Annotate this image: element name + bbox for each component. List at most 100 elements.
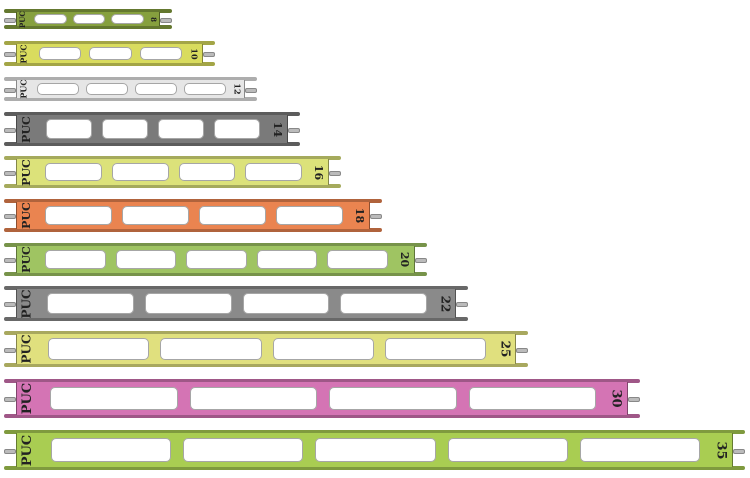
peg-right [516,347,528,353]
winder-window [72,14,106,24]
flange-top [4,9,172,13]
line-winder-35: PUC 35 [4,430,745,470]
size-label: 12 [232,83,243,95]
winder-window [48,338,150,360]
winder-window [47,293,134,314]
peg-left [4,214,16,219]
line-winder-8: PUC 8 [4,9,172,29]
flange-bottom [4,142,300,146]
peg-left [4,258,16,263]
winder-window [102,119,148,139]
line-winder-10: PUC 10 [4,41,215,66]
winder-window [186,250,247,269]
winder-body: PUC 20 [16,246,415,273]
winder-body: PUC 12 [16,79,245,99]
brand-label: PUC [19,158,33,186]
peg-right [415,258,427,263]
flange-top [4,286,468,290]
peg-left [4,347,16,353]
peg-right [733,448,745,454]
winder-window [39,47,82,60]
winder-window [158,119,204,139]
winder-window [245,163,302,181]
flange-bottom [4,272,427,276]
winder-window [144,293,232,314]
brand-label: PUC [20,434,36,466]
peg-right [370,214,382,219]
winder-window [45,206,112,225]
brand-label: PUC [19,43,30,64]
size-label: 30 [609,389,624,408]
peg-left [4,52,16,57]
winder-body: PUC 8 [16,10,160,28]
size-label: 8 [149,16,158,22]
peg-right [288,127,300,133]
winder-window [327,250,388,269]
winder-window [276,206,343,225]
winder-body: PUC 16 [16,159,329,185]
winder-window [178,163,236,181]
peg-right [628,397,640,402]
flange-bottom [4,228,382,232]
winder-window [242,293,330,314]
flange-bottom [4,363,528,367]
winder-window [51,438,172,462]
winder-window [115,250,177,269]
winder-window [37,83,79,95]
size-label: 14 [271,121,284,137]
winder-window [139,47,182,60]
winder-window [447,438,568,462]
winder-window [86,83,128,95]
brand-label: PUC [20,115,33,143]
line-winder-30: PUC 30 [4,379,640,418]
winder-body: PUC 18 [16,202,370,229]
peg-left [4,127,16,133]
winder-window [199,206,266,225]
winder-window [256,250,318,269]
winder-body: PUC 30 [16,382,628,415]
brand-label: PUC [19,246,33,273]
flange-bottom [4,466,745,470]
peg-right [160,17,172,23]
peg-left [4,397,16,402]
winder-window [122,206,189,225]
peg-left [4,302,16,307]
winder-body: PUC 10 [16,44,203,63]
line-winder-20: PUC 20 [4,243,427,276]
flange-top [4,156,341,160]
winder-window [34,14,67,24]
winder-window [135,83,177,95]
winder-window [50,387,178,410]
winder-body: PUC 14 [16,115,288,143]
winder-window [183,438,304,462]
winder-window [340,293,427,314]
winder-window [45,250,106,269]
flange-top [4,41,215,45]
winder-window [214,119,260,139]
peg-left [4,87,16,93]
flange-top [4,331,528,335]
brand-label: PUC [18,10,28,28]
brand-label: PUC [19,288,34,319]
size-label: 35 [713,440,729,460]
winder-window [111,163,169,181]
line-winder-16: PUC 16 [4,156,341,188]
peg-right [329,170,341,176]
flange-bottom [4,62,215,66]
winder-body: PUC 25 [16,334,516,364]
winder-window [160,338,262,360]
flange-bottom [4,97,257,101]
size-label: 10 [189,47,200,60]
winder-window [468,387,596,410]
size-label: 16 [312,164,326,180]
winder-window [272,338,374,360]
flange-bottom [4,184,341,188]
size-label: 20 [398,251,412,268]
line-winder-22: PUC 22 [4,286,468,321]
flange-top [4,430,745,434]
line-winder-14: PUC 14 [4,112,300,146]
flange-top [4,77,257,81]
line-winder-25: PUC 25 [4,331,528,367]
flange-bottom [4,25,172,29]
flange-top [4,112,300,116]
